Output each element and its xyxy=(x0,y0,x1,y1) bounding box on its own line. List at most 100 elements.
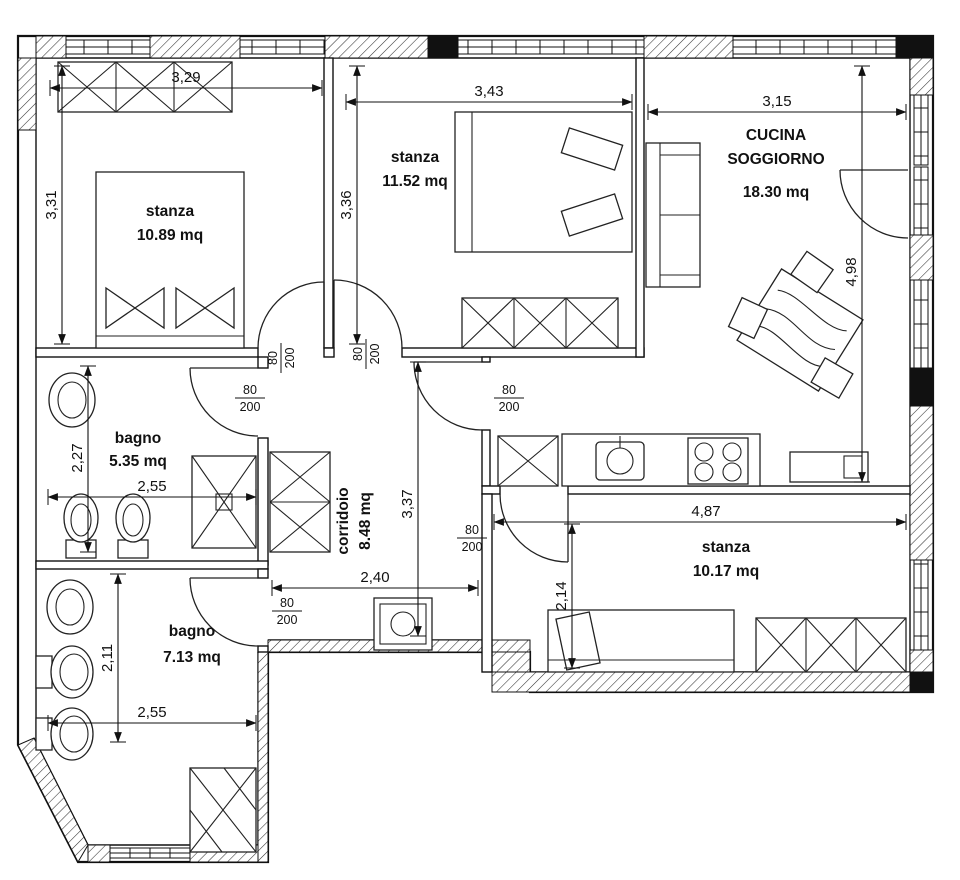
closet-corridor xyxy=(269,451,331,553)
wall-hatch xyxy=(643,35,734,59)
bed-stanza1 xyxy=(95,171,245,349)
room-label-corridoio-group: corridoio 8.48 mq xyxy=(335,487,374,554)
wall-stanza2-cucina xyxy=(635,57,645,358)
bed-stanza2 xyxy=(454,111,633,253)
door-balcony-cucina xyxy=(839,169,909,239)
dim-top-left: 3,29 xyxy=(49,69,323,96)
door-bagno1 xyxy=(189,367,259,437)
window xyxy=(913,279,929,369)
window xyxy=(913,166,929,236)
wall-hatch xyxy=(909,405,934,561)
dim-top-mid: 3,43 xyxy=(345,83,633,110)
door-width: 80 xyxy=(502,383,516,397)
bidet-bagno1 xyxy=(115,493,151,559)
wall-corridor-kitchen-a xyxy=(481,356,491,363)
wall-stanza1-stanza2 xyxy=(323,57,334,349)
chair xyxy=(727,296,769,340)
toilet-bagno1 xyxy=(63,493,99,559)
wall-rooms-corridor-a xyxy=(35,347,259,358)
room-area-corridoio: 8.48 mq xyxy=(357,492,374,550)
wardrobe-stanza3 xyxy=(755,617,907,673)
pillar xyxy=(909,367,934,407)
stove xyxy=(687,437,749,485)
room-label-corridoio: corridoio xyxy=(335,487,352,554)
door-height: 200 xyxy=(277,613,298,627)
door-height: 200 xyxy=(462,540,483,554)
wall-hatch xyxy=(909,234,934,281)
dim-bagno1-height: 2,27 xyxy=(69,365,96,553)
wall-cucina-stanza3-a xyxy=(481,485,501,495)
room-label-cucina-2: SOGGIORNO xyxy=(727,151,824,168)
bed-stanza3 xyxy=(547,609,735,673)
door-stanza3 xyxy=(499,493,569,563)
window xyxy=(913,559,929,651)
door-size-label: 80 200 xyxy=(235,383,265,414)
window xyxy=(65,39,151,55)
shower-bagno1 xyxy=(191,455,257,549)
wall-hatch xyxy=(909,649,934,673)
shower-bagno2 xyxy=(189,767,257,853)
window xyxy=(913,94,929,166)
wall-bagno1-east-a xyxy=(257,356,269,369)
door-size-label: 80 200 xyxy=(351,339,382,369)
door-size-labels: 80 200 80 200 80 200 80 200 80 200 80 20… xyxy=(235,339,524,627)
room-area-bagno2: 7.13 mq xyxy=(163,649,221,666)
interior-walls xyxy=(35,57,911,673)
pillar xyxy=(427,35,459,59)
dim-cucina-height: 4,98 xyxy=(843,65,870,483)
room-area-stanza3: 10.17 mq xyxy=(693,563,759,580)
door-width: 80 xyxy=(266,351,280,365)
window xyxy=(239,39,326,55)
wardrobe-stanza1 xyxy=(57,61,233,113)
wall-hatch xyxy=(257,651,269,863)
chair xyxy=(789,250,835,294)
dim-bagno2-width: 2,55 xyxy=(47,704,257,731)
wall-hatch xyxy=(491,651,531,673)
wall-cucina-stanza3-b xyxy=(567,485,911,495)
wall-hatch xyxy=(324,35,429,59)
room-label-bagno2: bagno xyxy=(169,623,216,640)
wall-rooms-corridor-b xyxy=(401,347,645,358)
dim-label: 2,14 xyxy=(553,581,570,610)
door-width: 80 xyxy=(280,596,294,610)
window xyxy=(457,39,645,55)
dim-label: 4,87 xyxy=(691,503,720,520)
dim-label: 2,11 xyxy=(99,644,116,672)
exterior-walls xyxy=(16,34,935,864)
sideboard xyxy=(789,451,869,483)
table-cucina xyxy=(736,268,864,392)
door-size-label: 80 200 xyxy=(266,343,297,373)
room-area-cucina: 18.30 mq xyxy=(743,184,809,201)
door-size-label: 80 200 xyxy=(272,596,302,627)
dim-corridor-height: 3,37 xyxy=(399,361,426,637)
wall-hatch xyxy=(35,35,67,59)
sofa-cucina xyxy=(645,142,701,288)
dim-label: 3,43 xyxy=(474,83,503,100)
door-stanza2 xyxy=(333,279,403,349)
dim-stanza3-height: 2,14 xyxy=(553,523,580,669)
room-labels: stanza 10.89 mq stanza 11.52 mq CUCINA S… xyxy=(109,127,825,666)
wall-corridor-stanza3 xyxy=(481,493,493,673)
dim-left-upper: 3,31 xyxy=(43,65,70,345)
kitchen-sink xyxy=(595,436,645,481)
dim-label: 2,55 xyxy=(137,704,166,721)
dim-label: 2,55 xyxy=(137,478,166,495)
bidet-bagno2 xyxy=(35,707,94,761)
wall-bagno1-east-b xyxy=(257,437,269,566)
door-size-label: 80 200 xyxy=(457,523,487,554)
dim-label: 3,31 xyxy=(43,190,60,219)
washing-machine xyxy=(373,597,433,651)
wall-bagno1-bagno2 xyxy=(35,560,269,570)
wall-hatch xyxy=(491,671,911,693)
dim-bagno1-width: 2,55 xyxy=(47,478,257,505)
dim-stanza2-height: 3,36 xyxy=(338,65,365,345)
wall-hatch xyxy=(909,57,934,96)
dim-top-right: 3,15 xyxy=(647,93,907,120)
dim-label: 3,37 xyxy=(399,489,416,518)
dimensions: 3,29 3,43 3,15 3,31 3,36 4,98 xyxy=(43,65,907,743)
wall-door-post xyxy=(323,347,335,358)
dim-label: 4,98 xyxy=(843,257,860,286)
dim-label: 2,40 xyxy=(360,569,389,586)
room-label-stanza1: stanza xyxy=(146,203,195,220)
